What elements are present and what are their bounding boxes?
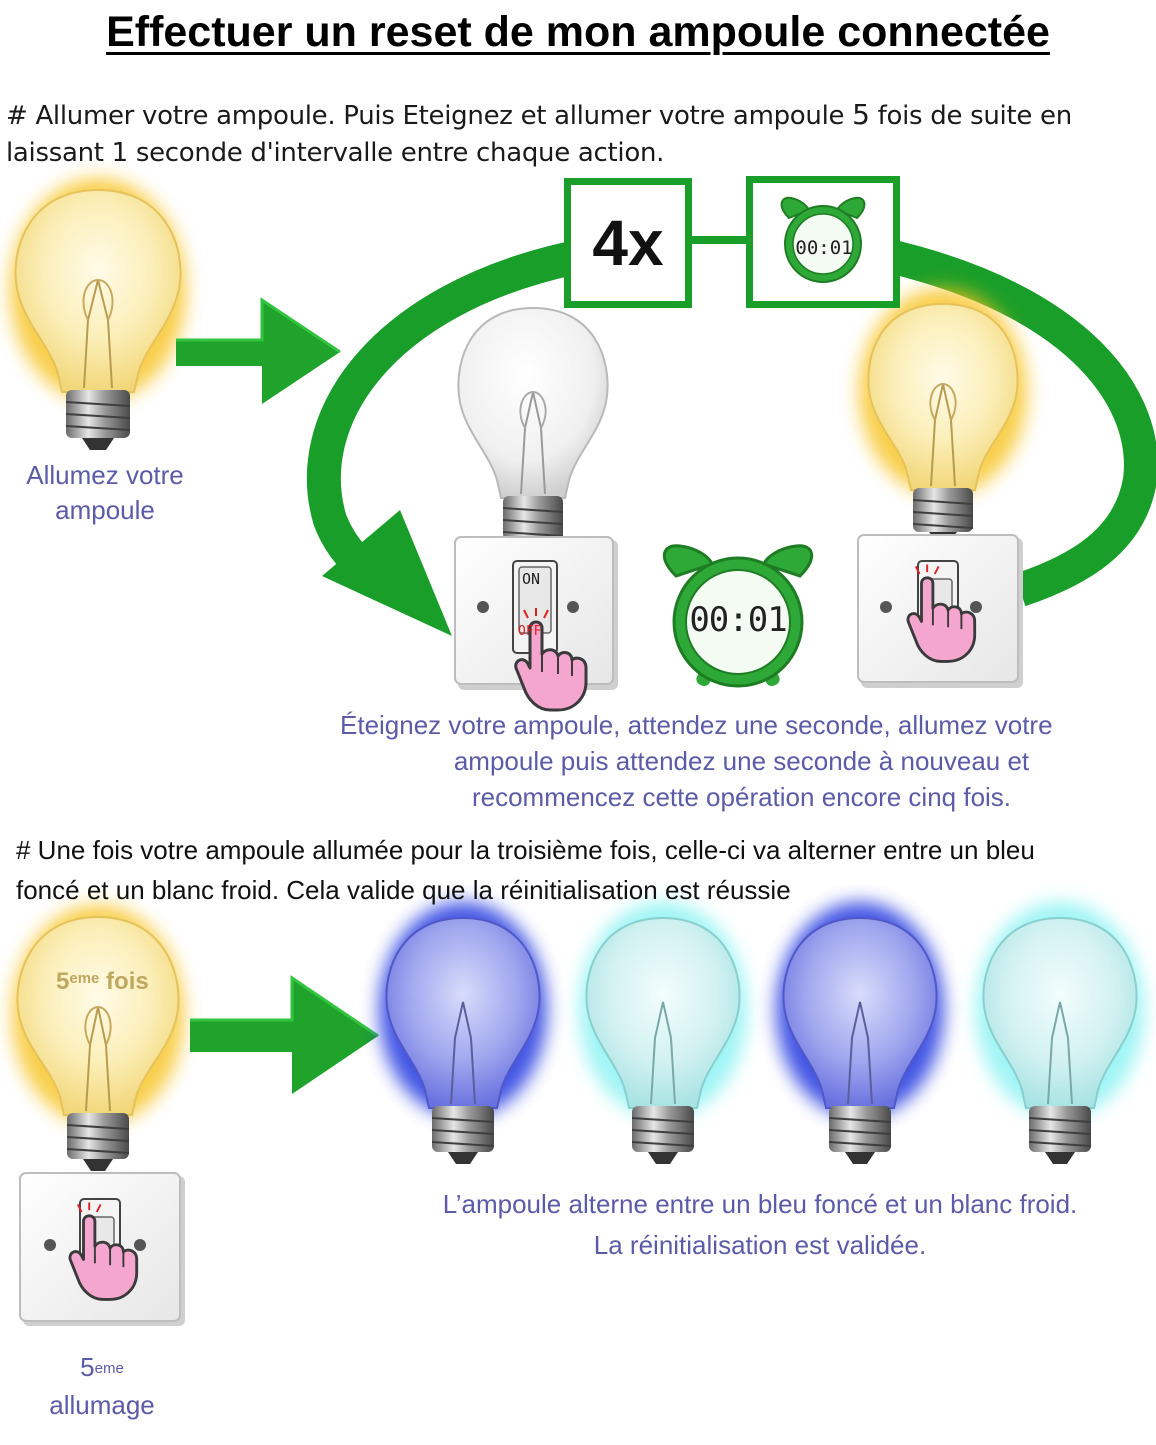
fifth-time-label: 5eme fois bbox=[56, 968, 149, 996]
intro-line-1: # Allumer votre ampoule. Puis Eteignez e… bbox=[6, 98, 1072, 131]
switch-on-label: ON bbox=[522, 570, 541, 588]
intro-text-a: # Allumer votre ampoule. Puis Eteignez e… bbox=[6, 101, 853, 131]
fifth-time-word: fois bbox=[99, 968, 149, 995]
fifth-time-sup: eme bbox=[69, 970, 100, 987]
timer-large-readout: 00:01 bbox=[689, 600, 787, 640]
light-bulb-icon bbox=[10, 178, 186, 450]
result-paragraph: # Une fois votre ampoule allumée pour la… bbox=[16, 830, 1146, 910]
fifth-switch-line-2: allumage bbox=[49, 1390, 155, 1420]
light-bulb-icon bbox=[457, 306, 609, 550]
step-1-line-1: Allumez votre bbox=[26, 460, 184, 490]
step-1-caption: Allumez votre ampoule bbox=[0, 458, 210, 528]
step-1-line-2: ampoule bbox=[55, 495, 155, 525]
light-bulb-icon bbox=[776, 902, 944, 1164]
alarm-clock-icon bbox=[663, 544, 813, 688]
repeat-count-box: 4x bbox=[564, 178, 692, 308]
light-bulb-icon bbox=[579, 902, 747, 1164]
alarm-clock-icon bbox=[780, 196, 866, 283]
step-2-line-1: Éteignez votre ampoule, attendez une sec… bbox=[340, 710, 1053, 740]
arrow-icon bbox=[176, 297, 341, 404]
pointing-hand-icon bbox=[514, 608, 588, 712]
fifth-switch-number: 5 bbox=[80, 1352, 95, 1382]
step-2-caption: Éteignez votre ampoule, attendez une sec… bbox=[340, 707, 1143, 815]
step-2-line-2: ampoule puis attendez une seconde à nouv… bbox=[453, 746, 1030, 776]
switch-off-label: OFF bbox=[518, 624, 542, 639]
fifth-switch-sup: eme bbox=[94, 1360, 124, 1377]
page-title: Effectuer un reset de mon ampoule connec… bbox=[106, 8, 1050, 56]
timer-small-readout: 00:01 bbox=[795, 237, 853, 259]
arrow-icon bbox=[190, 975, 379, 1094]
light-bulb-icon bbox=[379, 902, 547, 1164]
light-bulb-icon bbox=[976, 902, 1144, 1164]
pointing-hand-icon bbox=[906, 564, 977, 663]
intro-number: 5 bbox=[852, 98, 870, 131]
intro-line-2: laissant 1 seconde d'intervalle entre ch… bbox=[6, 138, 665, 168]
result-line-1: # Une fois votre ampoule allumée pour la… bbox=[16, 835, 1035, 865]
step-2-line-3: recommencez cette opération encore cinq … bbox=[471, 782, 1012, 812]
loop-arrow bbox=[306, 236, 1156, 636]
light-bulb-icon bbox=[12, 905, 184, 1171]
intro-text-b: fois de suite en bbox=[869, 101, 1073, 131]
fifth-time-number: 5 bbox=[56, 968, 70, 995]
repeat-count: 4x bbox=[592, 207, 664, 279]
result-line-2: foncé et un blanc froid. Cela valide que… bbox=[16, 875, 791, 905]
final-line-2: La réinitialisation est validée. bbox=[593, 1230, 927, 1260]
fifth-switch-line-1: 5eme bbox=[0, 1348, 204, 1386]
timer-box: 00:01 bbox=[746, 176, 900, 308]
pointing-hand-icon bbox=[68, 1202, 139, 1301]
final-caption: L’ampoule alterne entre un bleu foncé et… bbox=[370, 1184, 1150, 1266]
fifth-switch-caption: 5eme allumage bbox=[0, 1348, 204, 1424]
final-line-1: L’ampoule alterne entre un bleu foncé et… bbox=[442, 1189, 1078, 1219]
light-bulb-icon bbox=[859, 288, 1027, 542]
